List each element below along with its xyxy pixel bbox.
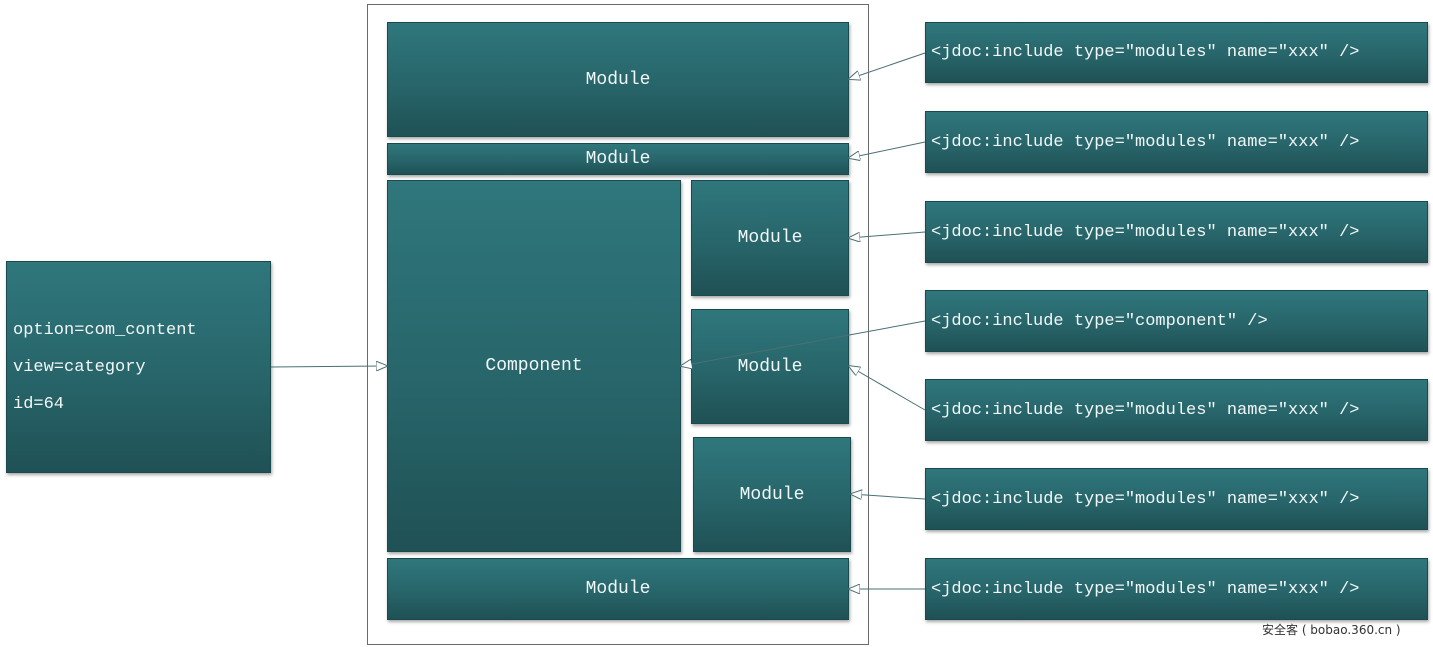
module-bar-label: Module: [585, 149, 651, 169]
module-bottom: Module: [387, 558, 849, 620]
arrow-request-to-component: [270, 366, 387, 367]
module-side-3-label: Module: [739, 484, 805, 505]
include-component: <jdoc:include type="component" />: [925, 290, 1428, 352]
arrow-include-1-to-module-top: [849, 52, 926, 79]
include-modules-3-text: <jdoc:include type="modules" name="xxx" …: [931, 222, 1360, 242]
arrow-include-3-to-module-side-1: [849, 231, 926, 238]
include-component-text: <jdoc:include type="component" />: [931, 311, 1268, 331]
include-modules-2-text: <jdoc:include type="modules" name="xxx" …: [931, 132, 1360, 152]
module-top: Module: [387, 22, 849, 137]
include-modules-1: <jdoc:include type="modules" name="xxx" …: [925, 22, 1428, 83]
module-top-label: Module: [585, 69, 651, 90]
include-modules-6: <jdoc:include type="modules" name="xxx" …: [925, 558, 1428, 620]
module-bar: Module: [387, 143, 849, 175]
component-label: Component: [485, 356, 583, 376]
arrow-include-2-to-module-bar: [849, 141, 926, 158]
include-modules-5: <jdoc:include type="modules" name="xxx" …: [925, 468, 1428, 530]
param-view: view=category: [13, 357, 146, 377]
module-bottom-label: Module: [585, 579, 651, 599]
arrow-include-5-to-module-side-3: [851, 494, 926, 499]
module-side-2-label: Module: [737, 356, 803, 377]
include-modules-2: <jdoc:include type="modules" name="xxx" …: [925, 111, 1428, 173]
param-id: id=64: [13, 394, 65, 414]
arrow-include-4-to-module-side-2: [849, 366, 926, 411]
include-modules-4: <jdoc:include type="modules" name="xxx" …: [925, 379, 1428, 441]
include-modules-6-text: <jdoc:include type="modules" name="xxx" …: [931, 579, 1360, 599]
module-side-3: Module: [693, 437, 851, 552]
include-modules-3: <jdoc:include type="modules" name="xxx" …: [925, 201, 1428, 263]
param-option: option=com_content: [13, 320, 197, 340]
include-modules-5-text: <jdoc:include type="modules" name="xxx" …: [931, 489, 1360, 509]
arrow-include-component-to-component: [681, 320, 926, 366]
include-modules-4-text: <jdoc:include type="modules" name="xxx" …: [931, 400, 1360, 420]
module-side-1: Module: [691, 180, 849, 296]
module-side-2: Module: [691, 309, 849, 424]
request-params-box: option=com_content view=category id=64: [6, 261, 271, 473]
watermark-text: 安全客 ( bobao.360.cn ): [1262, 623, 1401, 637]
include-modules-1-text: <jdoc:include type="modules" name="xxx" …: [931, 43, 1360, 62]
module-side-1-label: Module: [737, 228, 803, 248]
component-block: Component: [387, 180, 681, 552]
